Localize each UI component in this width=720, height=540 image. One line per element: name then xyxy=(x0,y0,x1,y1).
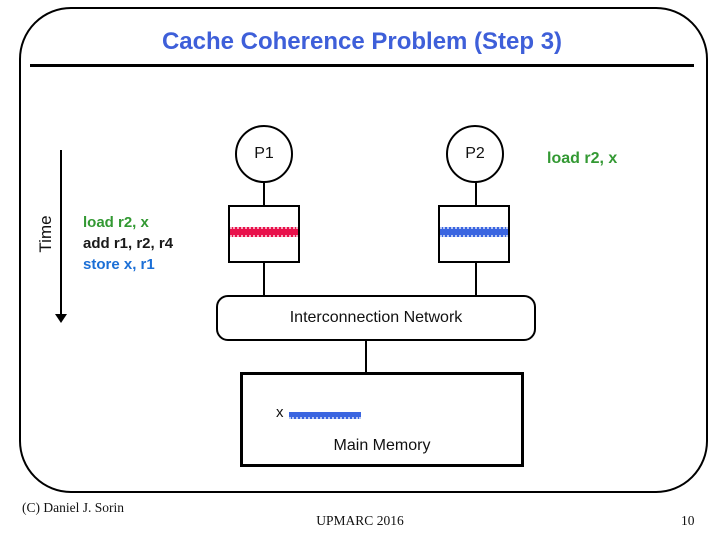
time-axis-label: Time xyxy=(36,215,55,253)
interconnection-network-box: Interconnection Network xyxy=(216,295,536,341)
instruction-store: store x, r1 xyxy=(83,256,155,273)
slide-title: Cache Coherence Problem (Step 3) xyxy=(161,28,563,55)
p2-processor-label: P2 xyxy=(465,145,485,162)
p2-cache-data-line xyxy=(440,227,508,237)
instruction-add: add r1, r2, r4 xyxy=(83,235,174,252)
p1-instruction-list: load r2, x add r1, r2, r4 store x, r1 xyxy=(83,212,173,275)
slide-border xyxy=(19,7,708,493)
p2-to-cache-link xyxy=(475,182,477,206)
main-memory-box: x Main Memory xyxy=(240,372,524,467)
p1-to-cache-link xyxy=(263,182,265,206)
p2-cache-box xyxy=(438,205,510,263)
title-underline xyxy=(30,64,694,67)
footer-conference: UPMARC 2016 xyxy=(316,513,404,528)
instruction-load: load r2, x xyxy=(83,214,149,231)
p2-processor-circle: P2 xyxy=(446,125,504,183)
time-arrow-line xyxy=(60,150,62,315)
interconnection-network-label: Interconnection Network xyxy=(289,309,463,326)
network-to-memory-link xyxy=(365,340,367,373)
time-arrow-head-icon xyxy=(55,314,67,323)
main-memory-label: Main Memory xyxy=(333,437,431,454)
memory-data-line xyxy=(289,412,361,419)
p1-cache-data-line xyxy=(230,227,298,237)
p2-instruction-label: load r2, x xyxy=(547,150,618,167)
memory-variable-label: x xyxy=(276,404,284,421)
p1-cache-box xyxy=(228,205,300,263)
footer-copyright: (C) Daniel J. Sorin xyxy=(22,500,124,515)
p1-processor-label: P1 xyxy=(254,145,274,162)
p1-cache-to-network-link xyxy=(263,262,265,295)
p2-cache-to-network-link xyxy=(475,262,477,295)
footer-page-number: 10 xyxy=(681,513,695,528)
p1-processor-circle: P1 xyxy=(235,125,293,183)
